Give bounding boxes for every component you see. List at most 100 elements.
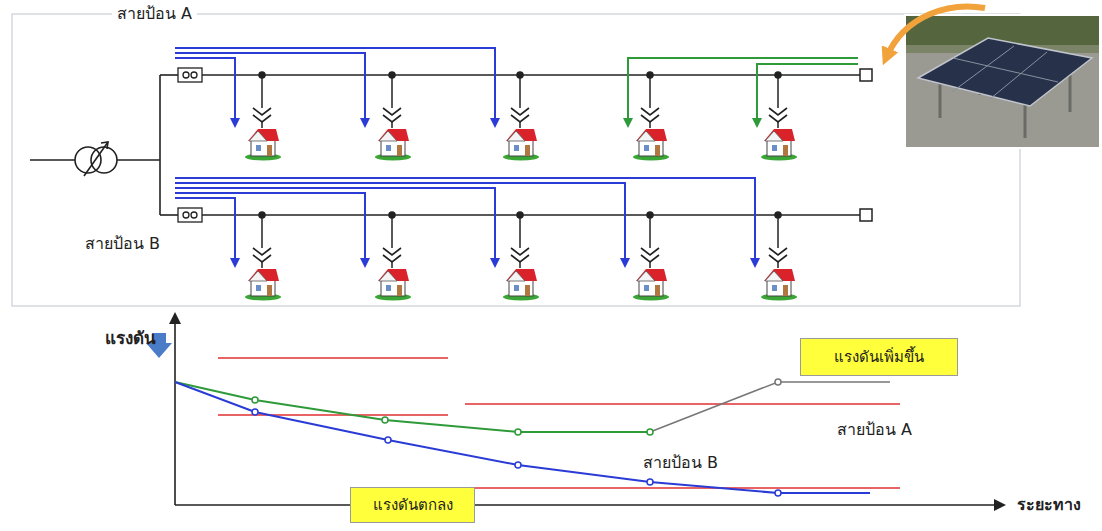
service-tap bbox=[391, 215, 393, 248]
feeder-end bbox=[860, 209, 872, 221]
house-icon bbox=[375, 269, 411, 301]
feeder-a-profile bbox=[252, 397, 653, 435]
service-tap bbox=[777, 75, 779, 108]
distribution-transformer-symbol bbox=[253, 108, 271, 122]
feeder-b-profile bbox=[252, 409, 781, 496]
box-text: แรงดันตกลง bbox=[373, 493, 453, 517]
breaker-symbol bbox=[191, 212, 197, 218]
distribution-transformer-symbol bbox=[253, 108, 787, 262]
box-text: แรงดันเพิ่มขึ้น bbox=[834, 345, 924, 369]
service-tap bbox=[649, 215, 651, 248]
voltage-limit-line bbox=[465, 487, 900, 489]
distribution-transformer-symbol bbox=[769, 108, 787, 122]
transformer-symbol bbox=[30, 75, 178, 215]
feeder-b-profile bbox=[252, 409, 258, 415]
pv-flow-arrow bbox=[628, 58, 858, 126]
power-flow-arrow bbox=[175, 48, 755, 266]
chart-axis bbox=[174, 322, 176, 505]
distribution-transformer-symbol bbox=[769, 248, 787, 262]
power-flow-arrow bbox=[175, 193, 365, 266]
distribution-transformer-symbol bbox=[383, 248, 401, 262]
house-icon bbox=[375, 129, 411, 161]
transformer-symbol bbox=[101, 142, 108, 149]
feeder-line bbox=[202, 74, 860, 76]
transformer-symbol bbox=[84, 142, 108, 176]
feeder-a-profile bbox=[775, 379, 781, 385]
feeder-b-profile bbox=[175, 382, 870, 493]
breaker-symbol bbox=[178, 208, 202, 222]
voltage-limit-line bbox=[218, 358, 900, 488]
breaker-symbol bbox=[183, 72, 189, 78]
pv-flow-arrow bbox=[757, 64, 858, 126]
feeder-a-profile bbox=[647, 429, 653, 435]
transformer-symbol bbox=[160, 74, 178, 76]
solar-panel-photo bbox=[939, 80, 942, 118]
house-icon bbox=[245, 129, 797, 301]
power-flow-arrow bbox=[175, 198, 235, 266]
service-tap bbox=[391, 75, 393, 108]
axis-label: แรงดัน bbox=[100, 327, 161, 349]
transformer-symbol bbox=[117, 159, 160, 161]
chart-axis bbox=[169, 312, 1006, 511]
service-tap bbox=[777, 215, 779, 248]
feeder-a-profile bbox=[252, 397, 258, 403]
voltage-limit-line bbox=[465, 403, 900, 405]
house-icon bbox=[503, 269, 539, 301]
feeder-a-profile bbox=[515, 429, 521, 435]
service-tap bbox=[261, 75, 263, 108]
service-tap bbox=[649, 75, 651, 108]
solar-panel-photo bbox=[905, 15, 1100, 148]
service-tap bbox=[261, 215, 263, 248]
distribution-transformer-symbol bbox=[641, 248, 659, 262]
feeder-b-profile bbox=[647, 479, 653, 485]
house-icon bbox=[633, 269, 669, 301]
service-tap bbox=[259, 72, 781, 268]
transformer-symbol bbox=[159, 75, 161, 215]
feeder-label: สายป้อน A bbox=[112, 4, 197, 25]
solar-panel-photo bbox=[905, 15, 1100, 148]
solar-panel-photo bbox=[952, 46, 1014, 92]
breaker-symbol bbox=[191, 72, 197, 78]
power-flow-arrow bbox=[175, 183, 625, 266]
power-flow-arrow bbox=[175, 48, 495, 126]
power-flow-arrow bbox=[175, 178, 755, 266]
feeder-line bbox=[202, 214, 860, 216]
distribution-transformer-symbol bbox=[383, 108, 401, 122]
service-tap bbox=[519, 75, 521, 108]
distribution-transformer-symbol bbox=[253, 248, 271, 262]
chart-axis bbox=[994, 499, 1006, 511]
feeder-b-profile bbox=[385, 437, 391, 443]
transformer-symbol bbox=[160, 214, 178, 216]
distribution-transformer-symbol bbox=[511, 108, 529, 122]
house-icon bbox=[245, 129, 281, 161]
house-icon bbox=[761, 129, 797, 161]
transformer-symbol bbox=[30, 159, 75, 161]
curve-label: สายป้อน B bbox=[638, 453, 723, 474]
chart-axis bbox=[169, 312, 181, 324]
distribution-transformer-symbol bbox=[511, 248, 529, 262]
breaker-symbol bbox=[183, 212, 189, 218]
house-icon bbox=[761, 269, 797, 301]
feeder-end bbox=[860, 69, 872, 81]
curve-label: สายป้อน A bbox=[832, 420, 917, 441]
highlight-box: แรงดันเพิ่มขึ้น bbox=[800, 338, 958, 376]
power-flow-arrow bbox=[175, 188, 495, 266]
power-flow-arrow bbox=[175, 58, 235, 126]
frame bbox=[12, 14, 1020, 306]
feeder-label: สายป้อน B bbox=[80, 234, 165, 255]
feeder-a-profile bbox=[175, 382, 650, 432]
highlight-box: แรงดันตกลง bbox=[350, 487, 475, 523]
feeder-b-profile bbox=[515, 462, 521, 468]
solar-panel-photo bbox=[952, 46, 1058, 99]
house-icon bbox=[633, 129, 669, 161]
feeder-a-profile bbox=[175, 379, 890, 435]
distribution-transformer-symbol bbox=[641, 108, 659, 122]
house-icon bbox=[503, 129, 539, 161]
feeder-a-profile bbox=[382, 417, 388, 423]
solar-panel-photo bbox=[918, 38, 1092, 106]
feeder-end bbox=[860, 69, 872, 221]
solar-panel-photo bbox=[990, 52, 1047, 99]
solar-panel-photo bbox=[905, 15, 1100, 148]
